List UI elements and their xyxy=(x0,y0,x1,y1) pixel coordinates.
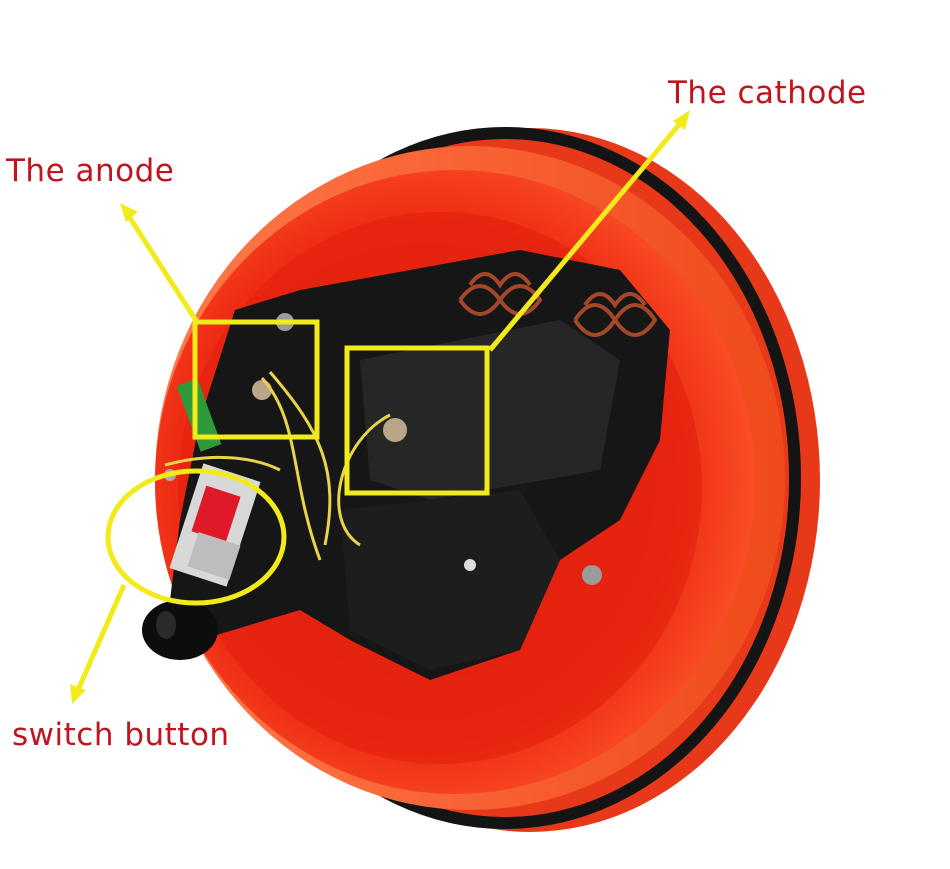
highlight-box-icon xyxy=(344,345,490,496)
annotations xyxy=(70,110,690,704)
spring-icon xyxy=(458,272,658,337)
highlight-circle-icon xyxy=(105,468,287,606)
wires xyxy=(164,371,391,561)
arrow-icon xyxy=(70,684,86,704)
switch-button-label: switch button xyxy=(12,717,230,753)
switch xyxy=(169,463,261,587)
anode-label: The anode xyxy=(6,153,175,189)
cathode-label: The cathode xyxy=(668,75,867,111)
battery-mechanism xyxy=(142,250,670,680)
arrow-icon xyxy=(673,110,690,130)
highlight-box-icon xyxy=(192,319,320,440)
arrow-icon xyxy=(120,203,138,222)
knob xyxy=(142,600,218,660)
